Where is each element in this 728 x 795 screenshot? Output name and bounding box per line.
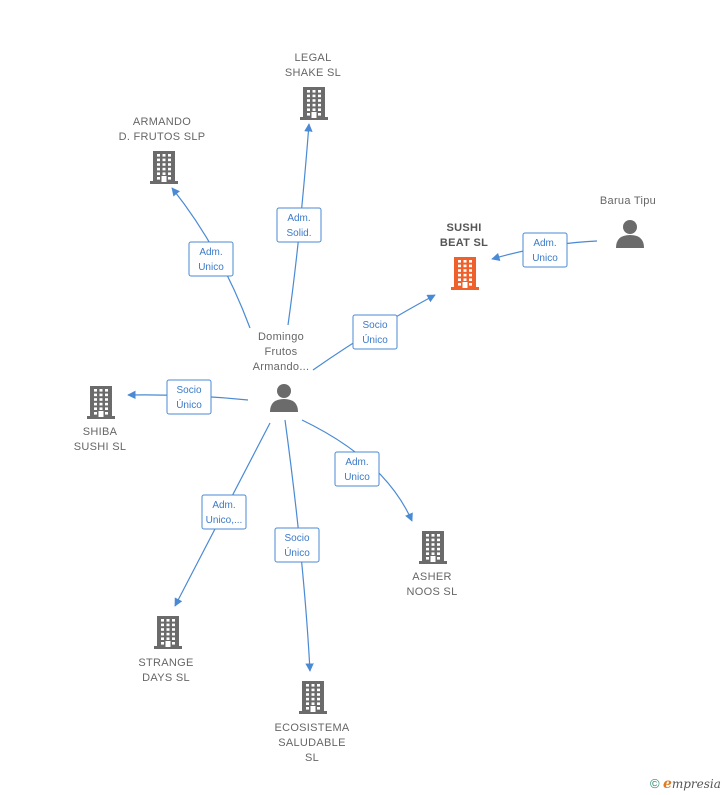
edge-label-text: Adm. bbox=[533, 238, 556, 249]
edge-label-box[interactable]: Adm. Unico bbox=[334, 451, 380, 487]
edge-label-text: Unico bbox=[344, 472, 370, 483]
node-label: DAYS SL bbox=[142, 672, 190, 684]
node-label: D. FRUTOS SLP bbox=[119, 131, 206, 143]
building-icon bbox=[150, 151, 178, 184]
node-domingo[interactable]: DomingoFrutosArmando... bbox=[253, 331, 310, 412]
building-icon bbox=[154, 616, 182, 649]
edge-label-frame bbox=[166, 379, 212, 415]
brand-name: mpresia bbox=[671, 777, 721, 791]
brand-logo-initial: e bbox=[662, 776, 672, 792]
node-label: SUSHI SL bbox=[74, 441, 127, 453]
building-icon bbox=[299, 681, 327, 714]
edge-label-frame bbox=[522, 232, 568, 268]
edge-domingo-to-legal: Adm. Solid. bbox=[276, 123, 322, 326]
building-icon bbox=[451, 257, 479, 290]
node-legal[interactable]: LEGAL SHAKE SL bbox=[285, 52, 341, 120]
edge-label-frame bbox=[352, 314, 398, 350]
node-sushibeat[interactable]: SUSHI BEAT SL bbox=[440, 222, 488, 290]
node-label: ARMANDO bbox=[133, 116, 191, 128]
node-shiba[interactable]: SHIBA SUSHI SL bbox=[74, 386, 127, 453]
node-label: SL bbox=[305, 752, 319, 764]
edge-label-frame bbox=[334, 451, 380, 487]
node-label: SHAKE SL bbox=[285, 67, 341, 79]
building-icon bbox=[300, 87, 328, 120]
edge-label-text: Adm. bbox=[287, 213, 310, 224]
node-label: STRANGE bbox=[138, 657, 193, 669]
edge-label-frame bbox=[276, 207, 322, 243]
edge-label-box[interactable]: Adm. Solid. bbox=[276, 207, 322, 243]
edge-label-text: Solid. bbox=[286, 228, 311, 239]
copyright-icon: © bbox=[650, 776, 660, 791]
edge-label-text: Unico,... bbox=[206, 515, 243, 526]
edge-label-text: Socio bbox=[176, 385, 201, 396]
edge-label-text: Socio bbox=[362, 320, 387, 331]
nodes-layer: LEGAL SHAKE SL ARMANDO D. FRUTOS SLP SUSHI BE… bbox=[74, 52, 656, 764]
building-icon bbox=[87, 386, 115, 419]
node-label: Frutos bbox=[265, 346, 298, 358]
brand-watermark: © empresia bbox=[650, 776, 721, 792]
node-barua[interactable]: Barua Tipu bbox=[600, 195, 656, 248]
node-ecosistema[interactable]: ECOSISTEMA SALUDABLE SL bbox=[274, 681, 350, 764]
edge-label-text: Adm. bbox=[212, 500, 235, 511]
edge-label-frame bbox=[274, 527, 320, 563]
edge-label-text: Único bbox=[362, 333, 388, 346]
edge-barua-to-sushibeat: Adm. Unico bbox=[491, 232, 598, 268]
edge-domingo-to-armando: Adm. Unico bbox=[171, 187, 251, 329]
node-label: SHIBA bbox=[83, 426, 118, 438]
node-asher[interactable]: ASHER NOOS SL bbox=[406, 531, 457, 598]
node-label: ASHER bbox=[412, 571, 451, 583]
edge-label-text: Único bbox=[176, 398, 202, 411]
node-strange[interactable]: STRANGE DAYS SL bbox=[138, 616, 193, 684]
edge-label-text: Unico bbox=[532, 253, 558, 264]
node-label: Armando... bbox=[253, 361, 310, 373]
node-armando[interactable]: ARMANDO D. FRUTOS SLP bbox=[119, 116, 206, 184]
person-icon bbox=[270, 384, 298, 412]
node-label: Barua Tipu bbox=[600, 195, 656, 207]
node-label: SUSHI bbox=[446, 222, 481, 234]
node-label: BEAT SL bbox=[440, 237, 488, 249]
edge-domingo-to-asher: Adm. Unico bbox=[301, 419, 413, 522]
person-icon bbox=[616, 220, 644, 248]
edge-label-frame bbox=[188, 241, 234, 277]
node-label: Domingo bbox=[258, 331, 304, 343]
edge-label-text: Socio bbox=[284, 533, 309, 544]
edge-label-box[interactable]: Adm. Unico bbox=[522, 232, 568, 268]
node-label: NOOS SL bbox=[406, 586, 457, 598]
node-label: LEGAL bbox=[295, 52, 332, 64]
node-label: SALUDABLE bbox=[278, 737, 346, 749]
edge-label-text: Unico bbox=[198, 262, 224, 273]
edges-layer: Adm.Solid.Adm.UnicoSocioÚnicoAdm.UnicoSo… bbox=[127, 123, 598, 672]
edge-label-text: Adm. bbox=[345, 457, 368, 468]
edge-label-box[interactable]: Adm. Unico bbox=[188, 241, 234, 277]
edge-label-text: Único bbox=[284, 546, 310, 559]
edge-label-text: Adm. bbox=[199, 247, 222, 258]
edge-label-frame bbox=[201, 494, 247, 530]
node-label: ECOSISTEMA bbox=[274, 722, 349, 734]
edge-domingo-to-strange: Adm. Unico,... bbox=[174, 422, 271, 607]
edge-label-box[interactable]: Adm. Unico,... bbox=[201, 494, 247, 530]
building-icon bbox=[419, 531, 447, 564]
